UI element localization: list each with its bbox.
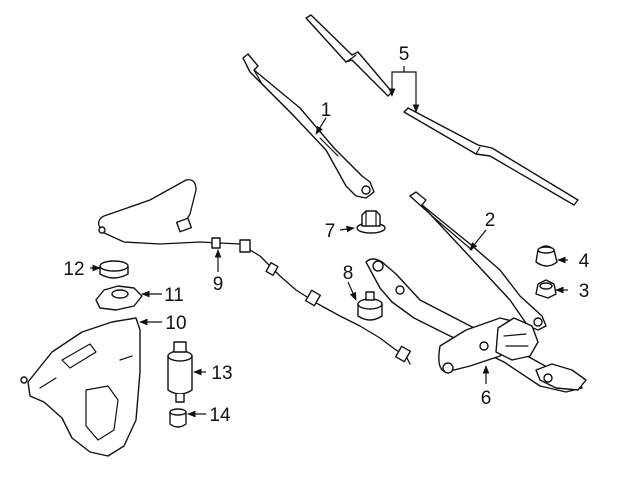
callout-13: 13 (211, 363, 232, 384)
wiper-linkage-motor (365, 258, 587, 393)
mount-bushing (357, 291, 383, 321)
washer-pump (167, 341, 193, 403)
hex-nut (535, 279, 557, 299)
callout-14: 14 (209, 405, 231, 426)
callout-numbers: 1 2 3 4 5 6 7 8 9 10 11 12 13 14 (63, 44, 589, 426)
wiper-arm-right (409, 191, 547, 331)
pump-grommet (169, 408, 187, 428)
wiper-blade-right (403, 107, 579, 206)
callout-4: 4 (579, 251, 590, 272)
washer-reservoir (20, 317, 141, 457)
callout-7: 7 (325, 221, 336, 242)
callout-5: 5 (399, 44, 410, 65)
callout-6: 6 (481, 388, 492, 409)
callout-9: 9 (213, 274, 224, 295)
filler-neck (95, 285, 143, 311)
wiper-arm-left (242, 53, 375, 199)
callout-12: 12 (63, 259, 84, 280)
callout-1: 1 (321, 100, 332, 121)
callout-2: 2 (485, 210, 496, 231)
reservoir-cap (99, 260, 129, 279)
leader-lines (90, 66, 568, 418)
grommet (535, 245, 558, 267)
callout-8: 8 (343, 263, 354, 284)
pivot-nut (356, 210, 386, 234)
washer-hose (98, 179, 412, 365)
callout-10: 10 (165, 313, 186, 334)
wiper-blade-left (305, 14, 393, 97)
callout-11: 11 (164, 285, 184, 306)
callout-3: 3 (579, 281, 590, 302)
